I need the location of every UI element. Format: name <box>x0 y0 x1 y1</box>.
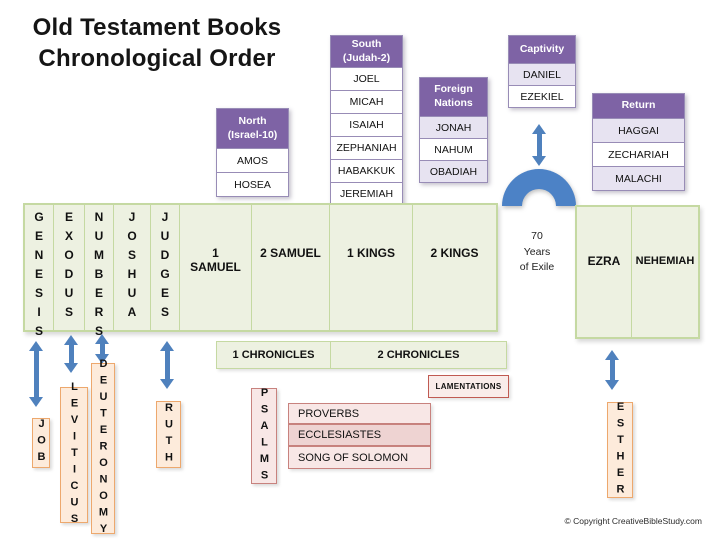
book-song-of-solomon: SONG OF SOLOMON <box>288 446 431 469</box>
book-numbers: NUMBERS <box>92 210 106 343</box>
chronicles-strip: 1 CHRONICLES 2 CHRONICLES <box>216 341 507 369</box>
book-hosea: HOSEA <box>217 172 288 196</box>
book-leviticus: LEVITICUS <box>68 380 81 530</box>
double-arrow-icon <box>159 341 175 389</box>
book-judges: JUDGES <box>158 210 172 324</box>
book-exodus-cell: EXODUS <box>54 205 85 330</box>
book-zechariah: ZECHARIAH <box>593 142 684 166</box>
page-title: Old Testament Books Chronological Order <box>32 14 282 73</box>
book-zephaniah: ZEPHANIAH <box>331 136 402 159</box>
book-nehemiah: NEHEMIAH <box>635 255 695 267</box>
book-genesis: GENESIS <box>32 210 46 343</box>
book-ruth: RUTH <box>163 401 175 468</box>
book-deuteronomy-box: DEUTERONOMY <box>91 358 115 539</box>
double-arrow-icon <box>28 341 44 407</box>
book-1-samuel: 1 SAMUEL <box>180 205 252 330</box>
book-obadiah: OBADIAH <box>420 160 487 182</box>
book-ezekiel: EZEKIEL <box>509 85 575 107</box>
book-joshua: JOSHUA <box>125 210 139 324</box>
book-job-box: JOB <box>32 418 50 468</box>
book-genesis-cell: GENESIS <box>25 205 54 343</box>
copyright-text: © Copyright CreativeBibleStudy.com <box>564 516 702 526</box>
group-north: North (Israel-10) AMOS HOSEA <box>216 108 289 197</box>
book-1-kings: 1 KINGS <box>330 205 413 330</box>
group-return: Return HAGGAI ZECHARIAH MALACHI <box>592 93 685 191</box>
book-habakkuk: HABAKKUK <box>331 159 402 182</box>
book-1-chronicles: 1 CHRONICLES <box>217 342 331 368</box>
book-joel: JOEL <box>331 67 402 90</box>
double-arrow-icon <box>531 124 547 166</box>
book-joshua-cell: JOSHUA <box>114 205 151 330</box>
double-arrow-icon <box>63 335 79 373</box>
book-nahum: NAHUM <box>420 138 487 160</box>
group-foreign-nations-header: Foreign Nations <box>420 78 487 116</box>
book-psalms-box: PSALMS <box>251 386 277 486</box>
group-captivity-header: Captivity <box>509 36 575 63</box>
book-psalms: PSALMS <box>258 386 271 486</box>
group-south-header: South (Judah-2) <box>331 36 402 67</box>
book-2-samuel: 2 SAMUEL <box>252 205 330 330</box>
book-numbers-cell: NUMBERS <box>85 205 114 343</box>
book-deuteronomy: DEUTERONOMY <box>97 357 110 540</box>
book-esther-box: ESTHER <box>607 400 633 500</box>
book-ezra: EZRA <box>577 207 632 337</box>
double-arrow-icon <box>94 334 110 364</box>
book-daniel: DANIEL <box>509 63 575 85</box>
book-judges-cell: JUDGES <box>151 205 180 330</box>
book-job: JOB <box>35 418 48 468</box>
exile-label: 70 Years of Exile <box>519 230 555 273</box>
group-north-header: North (Israel-10) <box>217 109 288 148</box>
book-isaiah: ISAIAH <box>331 113 402 136</box>
group-foreign-nations: Foreign Nations JONAH NAHUM OBADIAH <box>419 77 488 183</box>
book-leviticus-box: LEVITICUS <box>60 381 88 529</box>
book-jonah: JONAH <box>420 116 487 138</box>
double-arrow-icon <box>604 350 620 390</box>
post-exile-band: EZRA NEHEMIAH <box>575 205 700 339</box>
group-captivity: Captivity DANIEL EZEKIEL <box>508 35 576 108</box>
book-ruth-box: RUTH <box>156 401 181 468</box>
book-2-chronicles: 2 CHRONICLES <box>377 349 460 361</box>
book-ecclesiastes: ECCLESIASTES <box>288 424 431 446</box>
book-lamentations: LAMENTATIONS <box>428 375 509 398</box>
book-esther: ESTHER <box>614 400 627 500</box>
book-2-kings: 2 KINGS <box>430 246 479 260</box>
book-exodus: EXODUS <box>62 210 76 324</box>
book-amos: AMOS <box>217 148 288 172</box>
group-south: South (Judah-2) JOEL MICAH ISAIAH ZEPHAN… <box>330 35 403 206</box>
book-haggai: HAGGAI <box>593 118 684 142</box>
book-micah: MICAH <box>331 90 402 113</box>
book-proverbs: PROVERBS <box>288 403 431 424</box>
group-return-header: Return <box>593 94 684 118</box>
book-malachi: MALACHI <box>593 166 684 190</box>
book-jeremiah: JEREMIAH <box>331 182 402 205</box>
exile-arch-icon <box>502 169 576 206</box>
timeline-band: GENESIS EXODUS NUMBERS JOSHUA JUDGES 1 S… <box>23 203 498 343</box>
